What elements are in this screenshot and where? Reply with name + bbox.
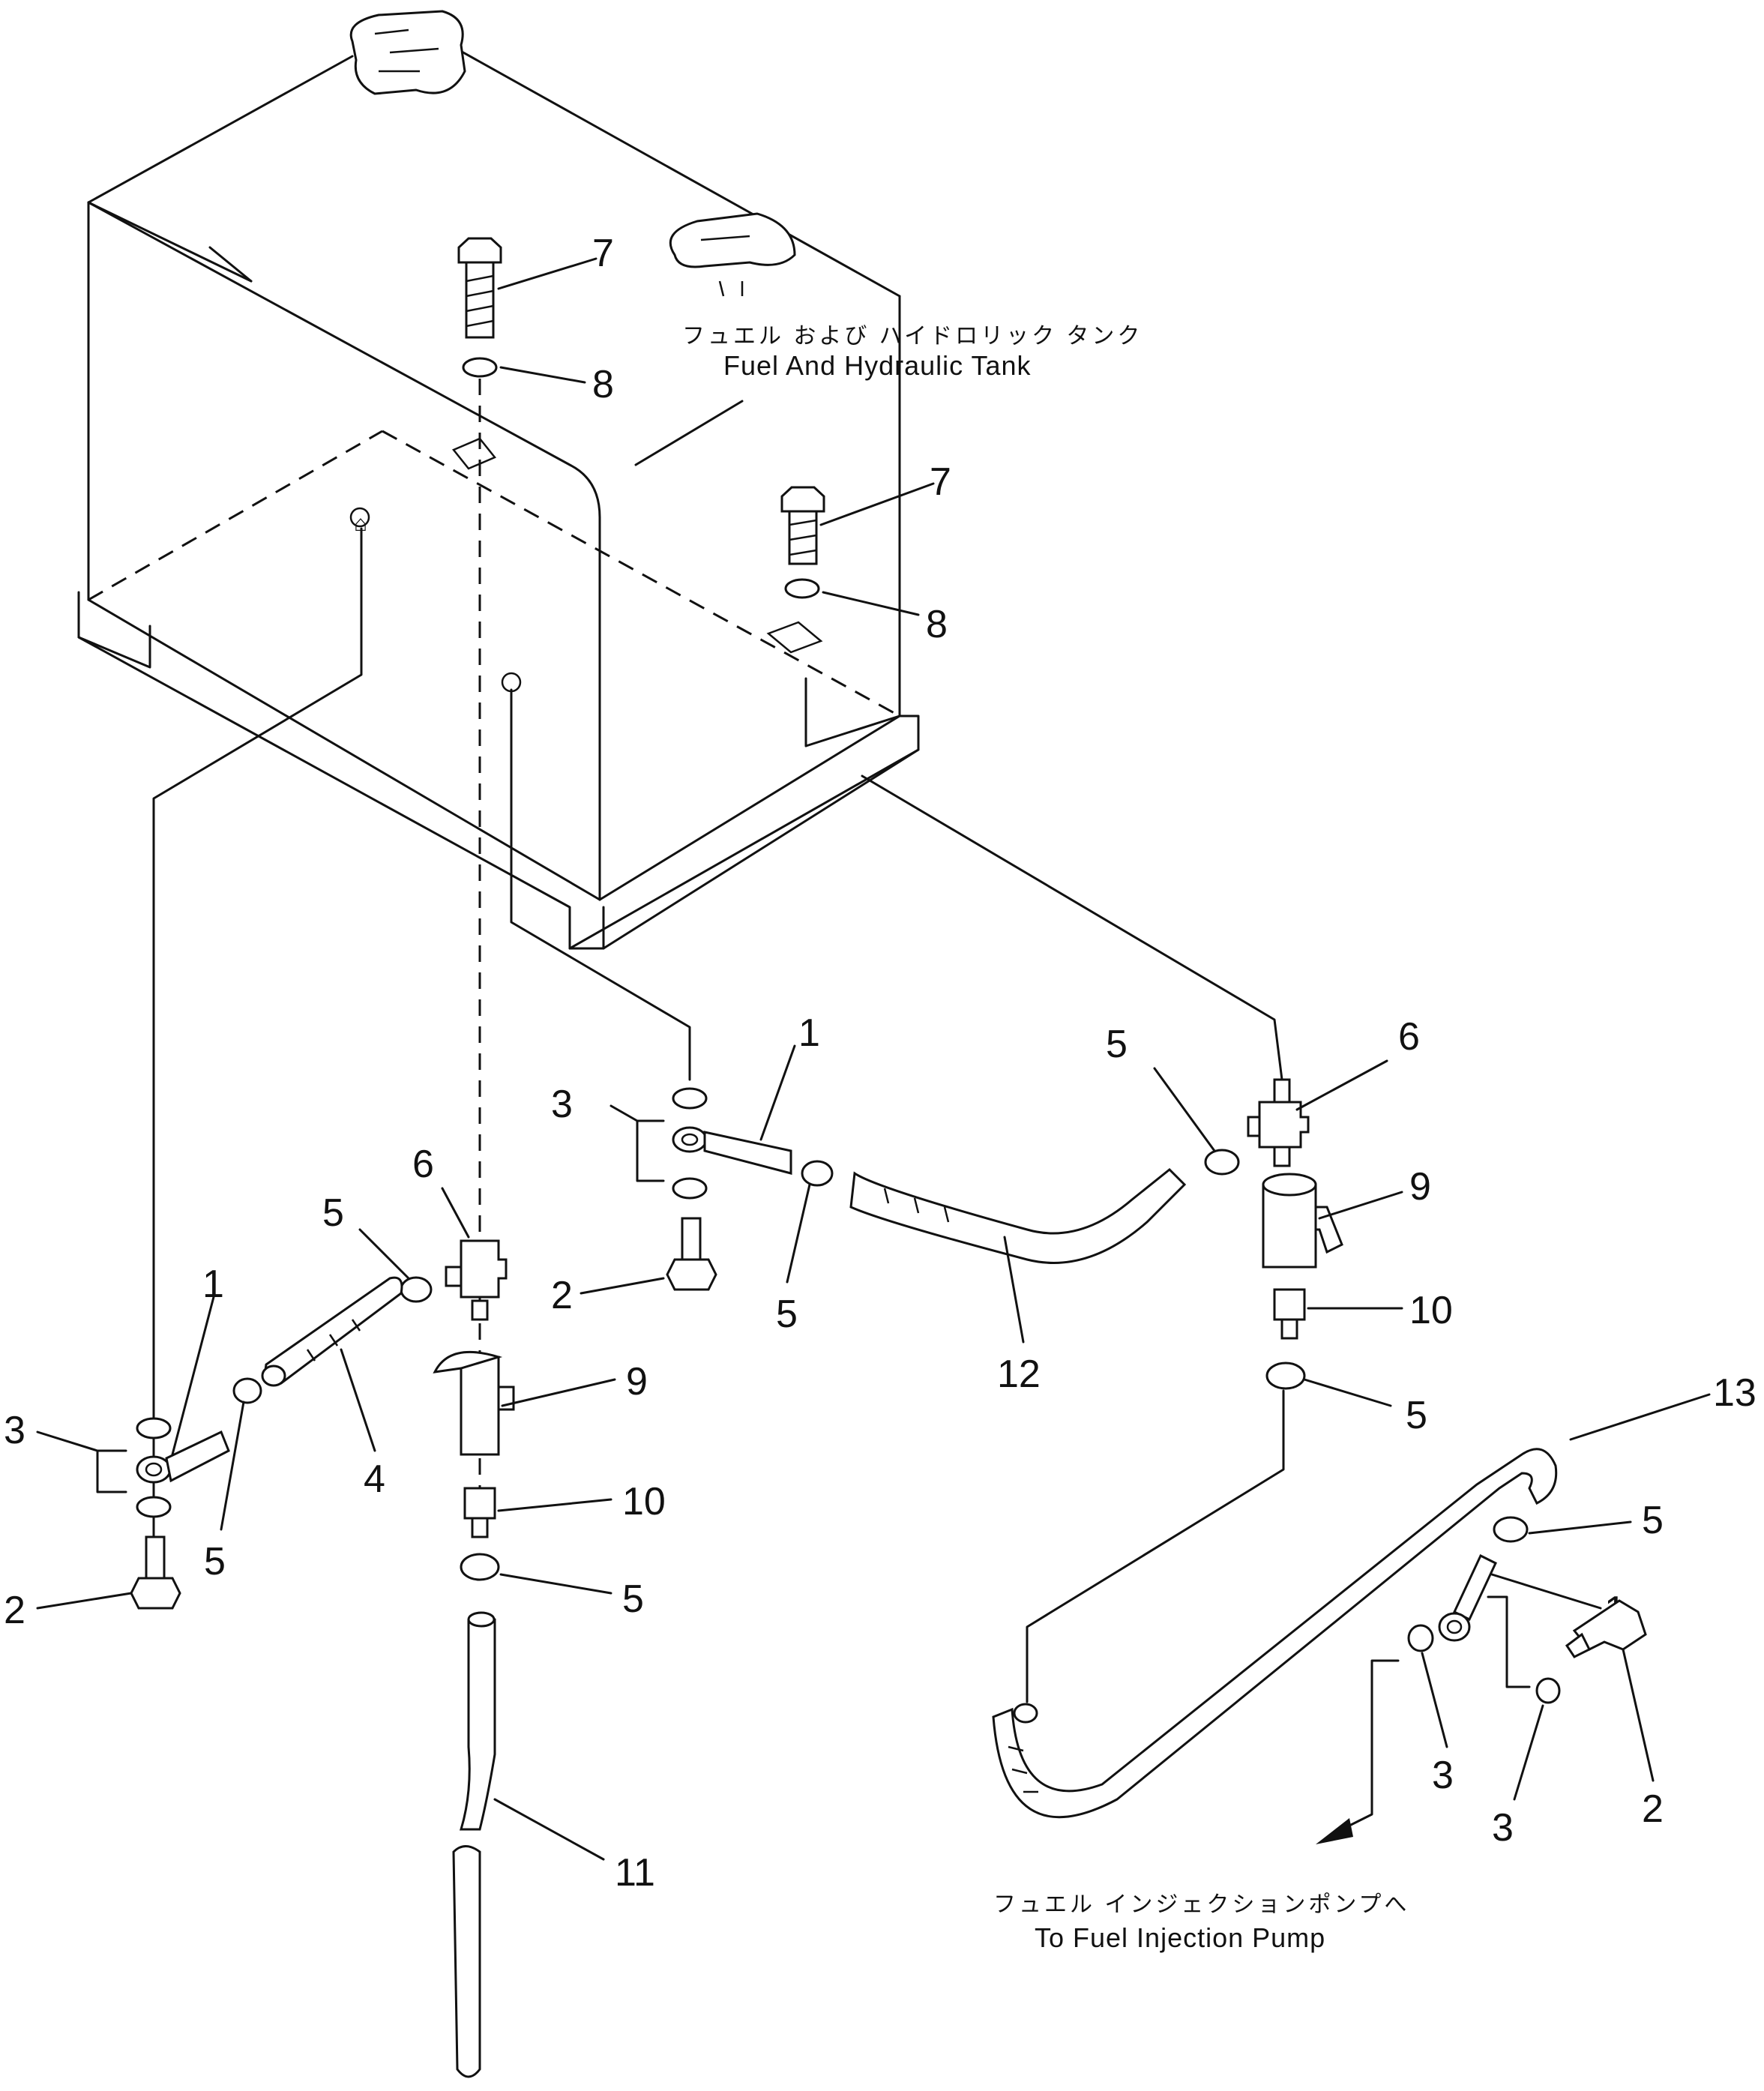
callout-2-left: 2 — [4, 1589, 25, 1632]
callout-2-middle: 2 — [551, 1274, 573, 1317]
callout-9-right: 9 — [1409, 1165, 1431, 1209]
callout-11: 11 — [615, 1851, 655, 1895]
left-small-clamp: 5 — [204, 1377, 262, 1583]
callout-1-middle: 1 — [798, 1011, 820, 1055]
bottom-right-banjo-group: 5 1 2 3 3 — [1316, 1499, 1664, 1850]
callout-5-left-upper: 5 — [322, 1191, 344, 1235]
callout-13: 13 — [1713, 1371, 1757, 1415]
hose-13: 13 — [992, 1371, 1757, 1819]
callout-5-left-small: 5 — [204, 1540, 226, 1583]
svg-text:⌂: ⌂ — [354, 511, 370, 536]
middle-banjo-group: 3 1 2 — [551, 1011, 820, 1317]
callout-12: 12 — [997, 1353, 1041, 1396]
top-right-bolt-group: 7 8 — [780, 460, 951, 646]
callout-3-bottom-right-a: 3 — [1432, 1754, 1454, 1797]
callout-6-right: 6 — [1398, 1015, 1420, 1059]
callout-3-bottom-right-b: 3 — [1492, 1806, 1514, 1850]
hose-4: 4 — [261, 1276, 403, 1501]
callout-5-right-lower: 5 — [1406, 1394, 1427, 1437]
callout-5-bottom-right: 5 — [1642, 1499, 1664, 1542]
tank-label-jp: フュエル および ハイドロリック タンク — [682, 324, 1143, 349]
callout-7-top-left: 7 — [592, 232, 614, 275]
middle-clamp: 5 — [776, 1160, 834, 1336]
callout-3-left: 3 — [4, 1409, 25, 1452]
top-left-bolt-group: 7 8 — [457, 232, 614, 1499]
fuel-hydraulic-tank: ⌂ — [77, 10, 920, 950]
callout-8-top-right: 8 — [926, 603, 948, 646]
pump-label-en: To Fuel Injection Pump — [1035, 1922, 1325, 1953]
callout-5-middle-lower: 5 — [776, 1293, 798, 1336]
callout-5-left-lower: 5 — [622, 1577, 644, 1621]
right-cock-group: 5 6 9 10 5 — [1026, 1015, 1453, 1703]
hose-11: 11 — [452, 1611, 655, 2078]
tank-label-en: Fuel And Hydraulic Tank — [723, 350, 1032, 381]
pump-label-jp: フュエル インジェクションポンプへ — [993, 1892, 1409, 1917]
callout-10-right: 10 — [1409, 1289, 1453, 1332]
hose-12: 12 — [849, 1167, 1187, 1396]
callout-1-left: 1 — [202, 1263, 224, 1306]
callout-9-left: 9 — [626, 1360, 648, 1403]
left-cock-group: 6 5 9 10 5 — [322, 1143, 666, 1621]
callout-2-bottom-right: 2 — [1642, 1787, 1664, 1831]
callout-5-right-upper: 5 — [1106, 1023, 1128, 1066]
callout-10-left: 10 — [622, 1480, 666, 1523]
left-banjo-group: 3 1 2 — [4, 1263, 230, 1632]
callout-6-left: 6 — [412, 1143, 434, 1186]
callout-7-top-right: 7 — [930, 460, 951, 504]
callout-4: 4 — [364, 1457, 385, 1501]
callout-3-middle: 3 — [551, 1083, 573, 1126]
callout-8-top-left: 8 — [592, 363, 614, 406]
